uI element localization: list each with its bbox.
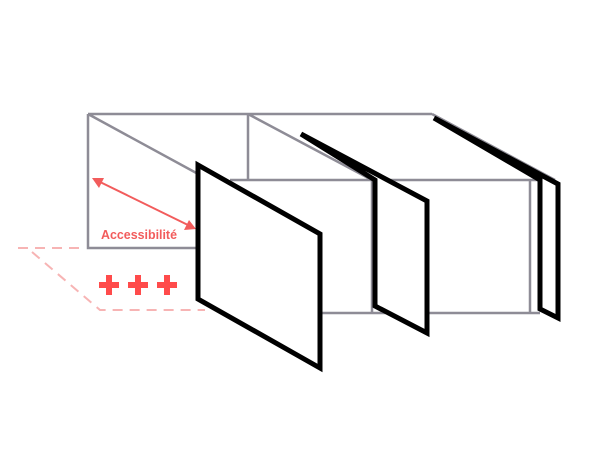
accessibility-label: Accessibilité <box>101 227 177 242</box>
panel-middle <box>299 131 430 338</box>
dashed-floor-outline <box>18 247 205 311</box>
accessibility-arrow <box>92 178 196 230</box>
panel-back <box>432 115 561 323</box>
plus-signs <box>99 275 177 295</box>
panel-front <box>195 160 323 373</box>
